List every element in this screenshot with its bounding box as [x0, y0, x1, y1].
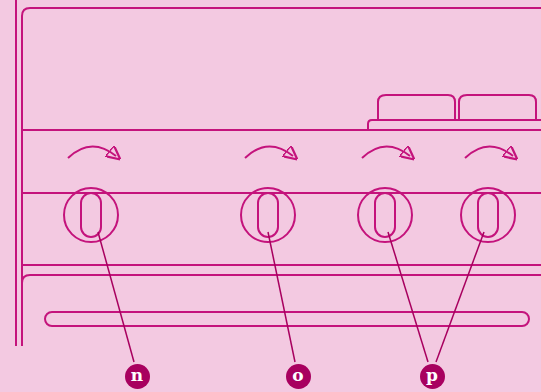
oven-door	[22, 275, 541, 346]
rotation-arrow	[245, 146, 293, 158]
callout-text: o	[292, 367, 303, 384]
leader-line	[388, 232, 428, 362]
knob	[64, 188, 118, 242]
hob-plate	[459, 95, 536, 120]
rotation-arrow	[68, 146, 116, 158]
panel-line	[22, 264, 541, 266]
knob	[358, 188, 412, 242]
callout-letter: n	[125, 364, 150, 389]
callout-letter: o	[286, 364, 311, 389]
leader-line	[436, 232, 484, 362]
rotation-arrow	[362, 146, 410, 158]
leader-line	[268, 232, 295, 362]
callout-text: p	[426, 367, 438, 384]
cabinet-edge	[15, 0, 17, 346]
hob-plate	[378, 95, 455, 120]
hob-base	[368, 120, 541, 130]
callout-letter: p	[420, 364, 445, 389]
cooktop-edge	[22, 129, 541, 131]
leader-line	[98, 232, 134, 362]
rotation-arrow	[465, 146, 513, 158]
callout-text: n	[131, 367, 143, 384]
knob	[461, 188, 515, 242]
